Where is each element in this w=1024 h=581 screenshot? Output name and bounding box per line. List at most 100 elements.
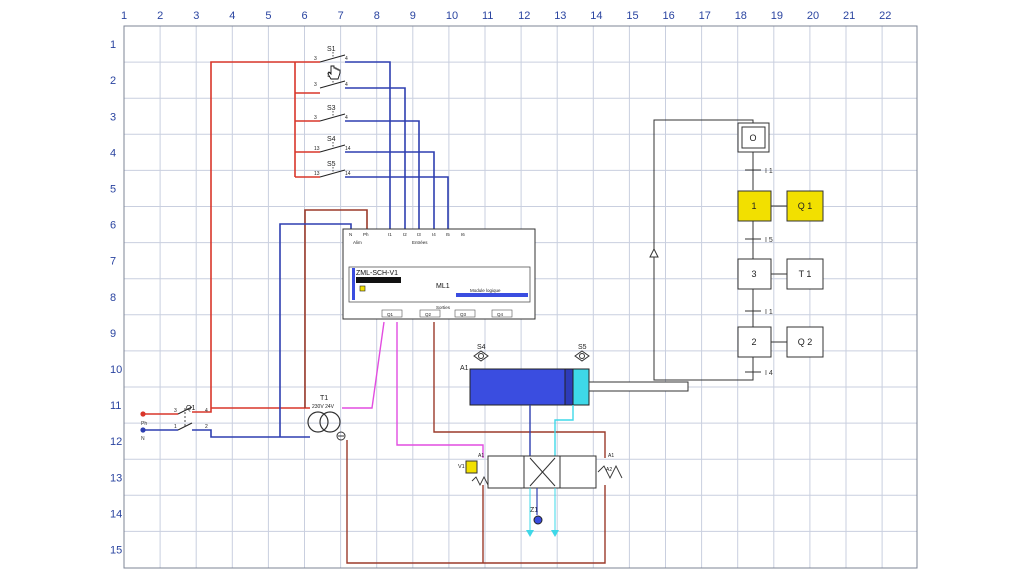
row-label: 14 — [110, 508, 122, 520]
pressure-source-z1[interactable]: Z1 — [526, 488, 559, 537]
row-label: 15 — [110, 544, 122, 556]
switch-pin: 4 — [345, 56, 348, 62]
switch-pin: 14 — [345, 146, 351, 152]
module-output-q1[interactable]: Q1 — [381, 309, 403, 318]
action-t1[interactable]: T 1 — [786, 258, 824, 290]
breaker-pin: 2 — [205, 424, 208, 430]
source-label: Z1 — [530, 507, 538, 514]
column-label: 7 — [338, 10, 344, 22]
module-output-label: Q3 — [460, 312, 467, 317]
action-label: Q 2 — [798, 337, 813, 347]
cylinder-rod-chamber — [572, 368, 590, 406]
column-label: 17 — [699, 10, 711, 22]
neutral-terminal — [140, 427, 146, 433]
module-output-q4[interactable]: Q4 — [491, 309, 513, 318]
breaker-label: Q1 — [186, 405, 195, 412]
switch-label: S3 — [327, 105, 336, 112]
column-label: 3 — [193, 10, 199, 22]
row-label: 12 — [110, 436, 122, 448]
action-label: T 1 — [799, 269, 812, 279]
step-initial[interactable]: O — [737, 122, 770, 153]
module-pin: I5 — [446, 232, 450, 237]
row-label: 10 — [110, 364, 122, 376]
column-label: 12 — [518, 10, 530, 22]
switch-pin: 3 — [314, 56, 317, 62]
switch-pin: 3 — [314, 82, 317, 88]
switch-pin: 3 — [314, 115, 317, 121]
valve-pin-a2: A2 — [606, 467, 612, 473]
step-3[interactable]: 3 — [737, 258, 772, 290]
module-output-q3[interactable]: Q3 — [454, 309, 476, 318]
row-label: 6 — [110, 220, 116, 232]
switch-label: S5 — [327, 161, 336, 168]
column-label: 9 — [410, 10, 416, 22]
grafcet: I 1 I 5 I 1 I 4 O 1 Q 1 3 T 1 2 — [649, 119, 824, 381]
module-pin: I2 — [403, 232, 407, 237]
action-label: Q 1 — [798, 201, 813, 211]
valve-v1[interactable]: V1 A1 A1 A2 — [458, 453, 623, 489]
step-label: 3 — [751, 269, 756, 279]
transition-label: I 1 — [765, 309, 773, 316]
step-1[interactable]: 1 — [737, 190, 772, 222]
solenoid-coil — [465, 460, 478, 474]
module-subtitle-bar — [456, 293, 528, 297]
switch-pin: 4 — [345, 115, 348, 121]
row-label: 9 — [110, 328, 116, 340]
column-label: 16 — [663, 10, 675, 22]
column-label: 21 — [843, 10, 855, 22]
module-output-label: Q2 — [425, 312, 432, 317]
column-label: 11 — [482, 10, 493, 22]
action-q2[interactable]: Q 2 — [786, 326, 824, 358]
switch-pin: 4 — [345, 82, 348, 88]
row-label: 11 — [110, 400, 121, 412]
breaker-pin: 1 — [174, 424, 177, 430]
row-label: 3 — [110, 111, 116, 123]
module-output-q2[interactable]: Q2 — [419, 309, 441, 318]
module-pin: Ph — [363, 232, 369, 237]
transformer-rating: 230V 24V — [312, 404, 335, 410]
sensor-s5-label: S5 — [578, 344, 587, 351]
transition-label: I 5 — [765, 237, 773, 244]
switch-pin: 13 — [314, 171, 320, 177]
module-subtitle: Module logique — [470, 288, 501, 293]
cylinder-a1[interactable]: A1 S4 S5 — [460, 344, 689, 458]
column-label: 14 — [590, 10, 602, 22]
module-pin: N — [349, 232, 352, 237]
module-output-label: Q1 — [387, 312, 394, 317]
breaker-pin: 4 — [205, 408, 208, 414]
module-power-label: Alim — [353, 240, 362, 245]
column-label: 5 — [265, 10, 271, 22]
transformer-t1[interactable]: T1 230V 24V — [307, 395, 346, 441]
exhaust-icon — [551, 530, 559, 537]
action-q1[interactable]: Q 1 — [786, 190, 824, 222]
switch-pin: 13 — [314, 146, 320, 152]
hand-cursor-icon — [327, 65, 341, 80]
column-label: 8 — [374, 10, 380, 22]
sensor-s5-icon — [574, 350, 590, 362]
column-label: 22 — [879, 10, 891, 22]
step-2[interactable]: 2 — [737, 326, 772, 358]
breaker-q1[interactable]: Q1 3 4 1 2 — [174, 405, 208, 431]
cylinder-body — [469, 368, 566, 406]
module-pin: I1 — [388, 232, 392, 237]
sensor-s4-label: S4 — [477, 344, 486, 351]
phase-terminal — [140, 411, 146, 417]
step-label: O — [749, 133, 756, 143]
module-title: ZML-SCH-V1 — [356, 270, 398, 277]
module-title-underline — [356, 277, 401, 283]
row-label: 8 — [110, 292, 116, 304]
column-label: 4 — [229, 10, 235, 22]
valve-pin-right: A1 — [608, 453, 614, 459]
column-label: 15 — [626, 10, 638, 22]
column-label: 2 — [157, 10, 163, 22]
switch-s3[interactable]: S3 3 4 — [314, 105, 348, 122]
step-label: 1 — [751, 201, 756, 211]
